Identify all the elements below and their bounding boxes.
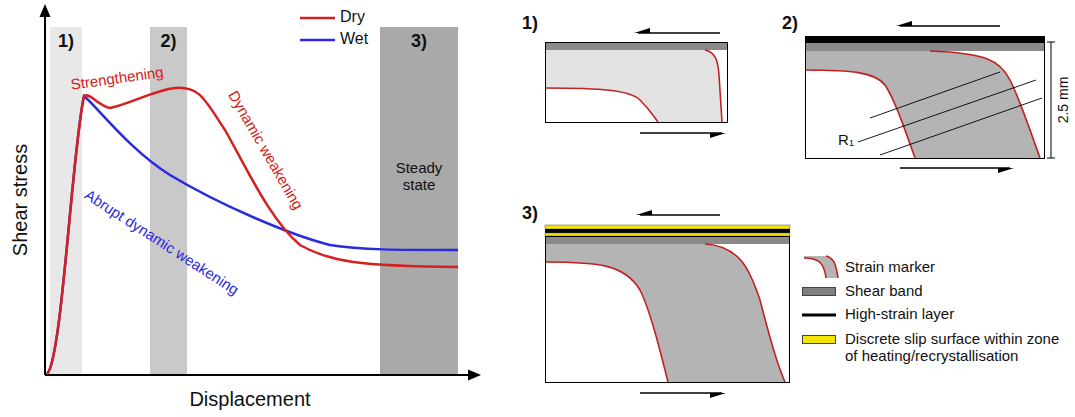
stage-band (380, 27, 458, 375)
legend-label: Discrete slip surface within zone of hea… (845, 330, 1060, 365)
shear-sense-arrow (998, 168, 1014, 173)
shear-sense-arrow (636, 210, 652, 215)
strain-marker (806, 70, 915, 158)
sketch-panel: 1) (545, 42, 728, 123)
strain-marker (546, 262, 668, 382)
strain-marker (705, 244, 785, 382)
riedel-shear (880, 98, 1042, 155)
shear-sense-arrow (710, 393, 726, 398)
axis-arrowhead (468, 370, 481, 381)
strain-marker (705, 50, 722, 122)
legend-swatch (802, 335, 836, 344)
shear-sense-arrow (900, 167, 1010, 168)
stage-number: 1) (522, 13, 538, 34)
stage-number: 2) (782, 13, 798, 34)
legend-sample (804, 256, 838, 278)
y-axis (44, 16, 46, 375)
shear-band (806, 43, 1044, 51)
dimension-label: 2.5 mm (1055, 77, 1071, 124)
strain-region (806, 51, 1040, 158)
strain-region (546, 244, 785, 382)
sketch-panel: 3) (545, 236, 790, 383)
shear-band (546, 237, 789, 244)
stage-number: 2) (150, 31, 187, 52)
shear-sense-arrow (710, 133, 726, 138)
stage-label: Steady state (380, 159, 458, 194)
legend-label: Strain marker (845, 258, 935, 275)
riedel-shear (870, 72, 1000, 118)
legend-label: Shear band (845, 282, 923, 299)
shear-sense-arrow (634, 28, 650, 33)
shear-sense-arrow (640, 132, 722, 133)
strain-marker (546, 88, 658, 122)
legend-label: Dry (340, 8, 365, 26)
legend-sample (804, 258, 826, 278)
x-axis (45, 374, 468, 376)
riedel-shear (858, 80, 1036, 142)
shear-sense-arrow (638, 32, 720, 33)
axis-arrowhead (40, 4, 51, 17)
high-strain-layer (545, 229, 790, 233)
dry-curve (47, 88, 458, 374)
legend-swatch (802, 287, 836, 296)
legend-line (300, 39, 335, 42)
strain-region (546, 50, 722, 122)
scale-bar (1047, 158, 1055, 159)
stage-number: 1) (50, 31, 82, 52)
legend-label: Wet (340, 30, 368, 48)
axis-label: Shear stress (9, 144, 32, 256)
stage-band: 3) Steady state (380, 27, 458, 375)
shear-sense-arrow (640, 392, 722, 393)
shear-sense-arrow (896, 21, 912, 26)
shear-sense-arrow (900, 25, 1000, 26)
shear-band (546, 43, 727, 50)
legend-label: High-strain layer (845, 305, 954, 322)
structure-label: R₁ (838, 131, 854, 148)
slip-surface (545, 225, 790, 229)
legend-sample (826, 256, 838, 278)
stage-number: 3) (380, 31, 458, 52)
stage-number: 3) (522, 203, 538, 224)
axis-label: Displacement (189, 388, 310, 411)
scale-bar (1047, 42, 1055, 43)
scale-bar (1051, 42, 1052, 158)
legend-line (300, 17, 335, 20)
legend-sample (802, 314, 836, 317)
